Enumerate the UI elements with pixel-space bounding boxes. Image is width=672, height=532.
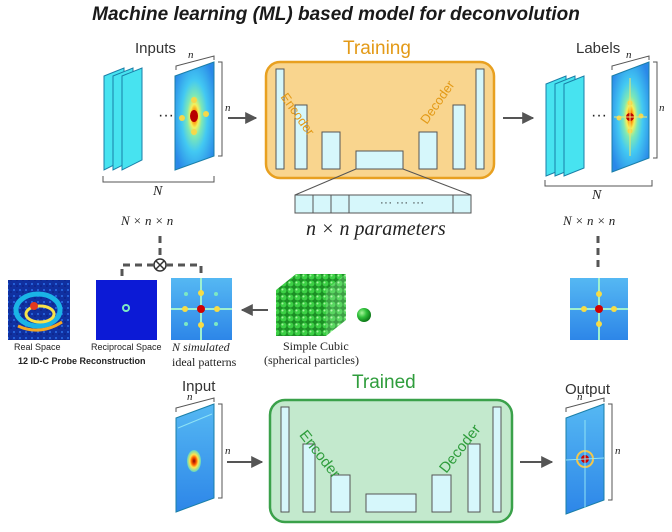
convolution-operator <box>153 258 167 272</box>
labels-stack <box>545 75 585 177</box>
simulated-patterns-line1: N simulated <box>172 340 230 354</box>
label-n-side: n <box>659 102 665 114</box>
labels-label: Labels <box>576 40 621 57</box>
trained-input-pattern <box>175 403 215 513</box>
labels-dimensions: N × n × n <box>563 213 616 228</box>
probe-reconstruction-label: 12 ID-C Probe Reconstruction <box>18 356 146 366</box>
input-size-brackets <box>175 55 223 157</box>
inputs-stack <box>103 67 143 171</box>
labels-N-label: N <box>592 188 602 203</box>
label-size-brackets <box>611 55 658 159</box>
zoom-lines <box>294 168 472 196</box>
trained-output-label: Output <box>565 381 611 398</box>
labels-ellipsis: ··· <box>591 107 607 124</box>
trained-input-label: Input <box>182 378 216 395</box>
trained-output-n-top: n <box>577 391 583 403</box>
parameter-vector <box>294 194 472 214</box>
trained-input-n-top: n <box>187 391 193 403</box>
lattice-label-line2: (spherical particles) <box>264 353 359 367</box>
input-n-side: n <box>225 102 231 114</box>
labels-target-pattern <box>570 278 628 340</box>
diagram-title: Machine learning (ML) based model for de… <box>92 4 580 25</box>
trained-box <box>268 398 514 524</box>
lattice-label-line1: Simple Cubic <box>283 339 349 353</box>
label-diffraction-pattern <box>611 61 650 173</box>
training-box <box>264 60 496 180</box>
label-n-top: n <box>626 49 632 61</box>
input-diffraction-pattern <box>174 61 215 171</box>
trained-output-brackets <box>565 397 613 501</box>
dashed-branch-lines <box>120 263 203 278</box>
real-space-label: Real Space <box>14 342 61 352</box>
simulated-patterns-line2: ideal patterns <box>172 355 237 369</box>
input-n-top: n <box>188 49 194 61</box>
trained-output-n-side: n <box>615 445 621 457</box>
labels-N-bracket <box>544 180 653 187</box>
parameter-dots: ··· ··· ··· <box>380 197 425 209</box>
simulated-pattern-image <box>171 278 232 340</box>
inputs-ellipsis: ··· <box>158 107 174 124</box>
trained-stage-label: Trained <box>352 372 416 393</box>
trained-input-brackets <box>175 397 223 499</box>
reciprocal-space-image <box>96 280 157 340</box>
inputs-dimensions: N × n × n <box>121 213 174 228</box>
inputs-N-label: N <box>153 184 163 199</box>
trained-output-pattern <box>565 403 605 515</box>
real-space-image <box>8 280 70 340</box>
inputs-label: Inputs <box>135 40 176 57</box>
training-stage-label: Training <box>343 38 411 59</box>
inputs-N-bracket <box>102 176 215 183</box>
spherical-particle <box>357 308 371 322</box>
simple-cubic-lattice <box>276 274 346 336</box>
reciprocal-space-label: Reciprocal Space <box>91 342 162 352</box>
trained-input-n-side: n <box>225 445 231 457</box>
parameters-label: n × n parameters <box>306 218 446 240</box>
